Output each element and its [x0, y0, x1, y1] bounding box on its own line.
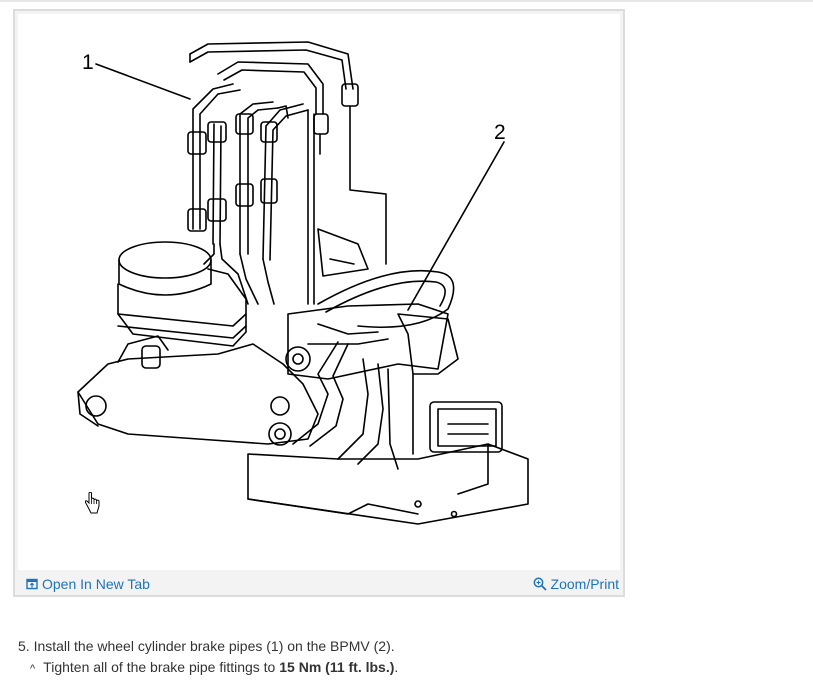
magnifier-icon	[533, 577, 547, 591]
brake-diagram[interactable]: 1 2	[18, 14, 620, 570]
caret-up-icon: ^	[30, 663, 36, 675]
brake-pipe-illustration	[77, 41, 529, 525]
zoom-print-label: Zoom/Print	[550, 576, 619, 592]
top-divider	[0, 0, 813, 2]
figure-card: 1 2 Open In New Tab Zoom/Print	[13, 9, 625, 597]
torque-instruction: ^ Tighten all of the brake pipe fittings …	[30, 659, 398, 675]
callout-1: 1	[82, 51, 94, 74]
step-instruction: 5. Install the wheel cylinder brake pipe…	[18, 638, 395, 654]
open-in-new-tab-icon	[26, 578, 38, 590]
open-in-new-tab-link[interactable]: Open In New Tab	[26, 576, 150, 592]
torque-value: 15 Nm (11 ft. lbs.)	[279, 659, 395, 675]
torque-prefix: Tighten all of the brake pipe fittings t…	[43, 659, 280, 675]
zoom-print-link[interactable]: Zoom/Print	[533, 576, 619, 592]
torque-suffix: .	[394, 659, 399, 675]
figure-footer: Open In New Tab Zoom/Print	[15, 572, 623, 596]
callout-2: 2	[494, 121, 506, 144]
open-in-new-tab-label: Open In New Tab	[42, 576, 150, 592]
